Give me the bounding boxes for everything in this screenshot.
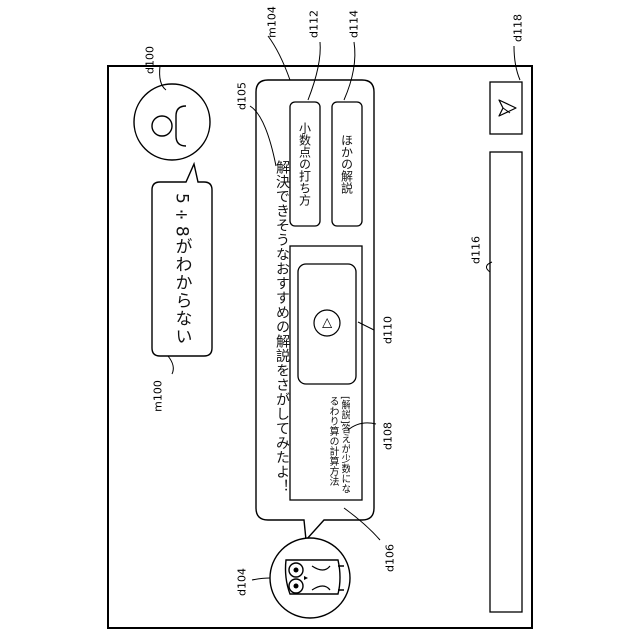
label-d104: d104	[236, 568, 249, 596]
label-d105: d105	[236, 82, 249, 110]
bot-message-text: 解決できそうなおすすめの解説をさがしてみたよ！	[272, 160, 292, 494]
video-caption: [解説]答えが少数になるわり算の計算方法	[326, 396, 350, 496]
decimal-point-button-label: 小数点の打ち方	[297, 122, 314, 206]
label-d108: d108	[382, 422, 395, 450]
owl-icon	[270, 538, 350, 618]
label-d106: d106	[384, 544, 397, 572]
play-icon: ▷	[320, 318, 335, 328]
message-input[interactable]	[490, 152, 522, 612]
label-m100: m100	[152, 380, 165, 412]
user-message-text: 5÷8がわからない	[170, 193, 195, 346]
other-explanation-button-label: ほかの解説	[339, 134, 356, 194]
label-d114: d114	[348, 10, 361, 38]
label-d112: d112	[308, 10, 321, 38]
label-d100: d100	[144, 46, 157, 74]
user-avatar-icon	[134, 84, 210, 160]
label-d110: d110	[382, 316, 395, 344]
label-d118: d118	[512, 14, 525, 42]
label-m104: m104	[266, 6, 279, 38]
label-d116: d116	[470, 236, 483, 264]
